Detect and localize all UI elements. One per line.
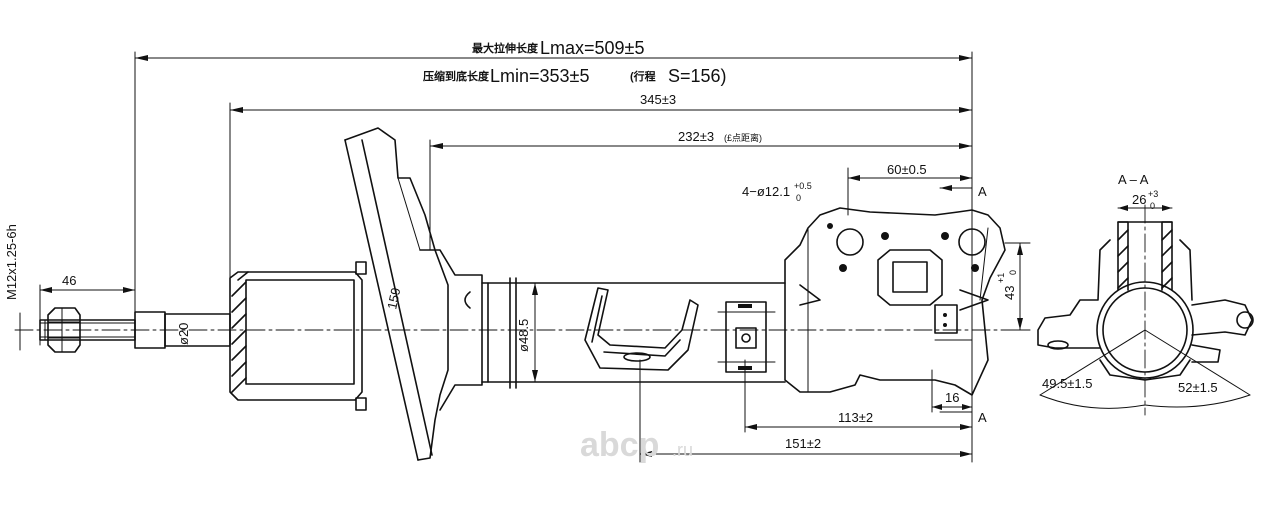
d232-label: 232±3 xyxy=(678,129,714,144)
d345-label: 345±3 xyxy=(640,92,676,107)
stroke-cn-label: (行程 xyxy=(630,69,656,83)
upper-mount xyxy=(229,261,367,411)
d232-note: (£点距离) xyxy=(724,132,762,143)
knuckle-bracket xyxy=(784,207,1006,396)
watermark-domain: .ru xyxy=(672,440,693,460)
lmin-label: Lmin=353±5 xyxy=(490,66,589,86)
holes-tol-up: +0.5 xyxy=(794,181,812,191)
section-label: A – A xyxy=(1118,172,1149,187)
d26-tol-up: +3 xyxy=(1148,189,1158,199)
watermark: abcp .ru xyxy=(580,426,693,464)
section-mark-bottom: A xyxy=(978,410,987,425)
section-a-a xyxy=(1037,204,1254,416)
d495-label: 49.5±1.5 xyxy=(1042,376,1093,391)
d26-tol-low: 0 xyxy=(1150,201,1155,211)
bracket xyxy=(584,287,699,371)
section-mark-top: A xyxy=(978,184,987,199)
d43-label: 43 xyxy=(1002,286,1017,300)
watermark-brand: abcp xyxy=(580,426,659,464)
d26-label: 26 xyxy=(1132,192,1146,207)
holes-tol-low: 0 xyxy=(796,193,801,203)
d113-label: 113±2 xyxy=(838,410,873,425)
stroke-label: S=156) xyxy=(668,66,727,86)
overall-dimensions xyxy=(19,51,1031,463)
d46-label: 46 xyxy=(62,273,76,288)
lmax-cn-label: 最大拉伸长度 xyxy=(472,41,539,55)
dimension-labels: 最大拉伸长度 Lmax=509±5 压缩到底长度 Lmin=353±5 (行程 … xyxy=(4,38,1218,451)
d485-label: ø48.5 xyxy=(516,319,531,352)
d151-label: 151±2 xyxy=(785,436,821,451)
strut-tube xyxy=(481,277,786,389)
thread-label: M12x1.25-6h xyxy=(4,224,19,300)
d52-label: 52±1.5 xyxy=(1178,380,1218,395)
lmin-cn-label: 压缩到底长度 xyxy=(423,69,490,83)
clamp-block xyxy=(717,301,776,373)
d43-tol-low: 0 xyxy=(1008,270,1018,275)
d60-label: 60±0.5 xyxy=(887,162,927,177)
d159-label: 159 xyxy=(384,286,403,310)
d20-label: ø20 xyxy=(176,323,191,345)
spring-seat xyxy=(344,127,483,461)
holes-label: 4−ø12.1 xyxy=(742,184,790,199)
d16-label: 16 xyxy=(945,390,959,405)
lmax-label: Lmax=509±5 xyxy=(540,38,644,58)
d43-tol-up: +1 xyxy=(996,273,1006,283)
